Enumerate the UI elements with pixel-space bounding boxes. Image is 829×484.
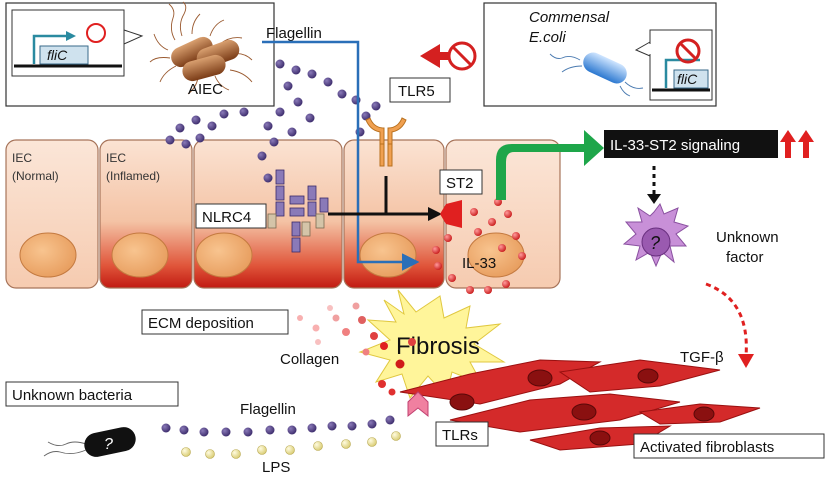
aiec-bacteria-icon	[149, 1, 253, 95]
unknown-factor-label-1: Unknown	[716, 229, 779, 246]
commensal-ecoli-icon	[549, 52, 644, 97]
tlrs-receptor-icon	[407, 391, 429, 418]
aiec-panel: fliC AIEC	[5, 1, 275, 107]
tlr5-label: TLR5	[398, 83, 435, 100]
activated-fibroblasts-label: Activated fibroblasts	[640, 439, 774, 456]
commensal-label-line1: Commensal	[529, 9, 610, 26]
st2-receptor-icon	[440, 200, 462, 228]
iec-inflamed-label-2: (Inflamed)	[106, 169, 160, 183]
il33-dots	[432, 198, 526, 294]
lps-label: LPS	[262, 459, 290, 476]
flagellin-dots-bottom	[161, 415, 395, 437]
unknown-cell-icon: ?	[622, 202, 690, 268]
lps-dots	[181, 431, 401, 459]
iec-normal-label-1: IEC	[12, 151, 32, 165]
unknown-bacterium-icon: ?	[43, 427, 136, 457]
tlrs-label: TLRs	[442, 427, 478, 444]
tlr5-receptor-icon	[365, 117, 407, 167]
iec-normal-label-2: (Normal)	[12, 169, 59, 183]
collagen-dots	[297, 302, 416, 396]
flagellin-dots-top	[165, 59, 381, 183]
question-mark-icon: ?	[650, 233, 660, 253]
ecm-label: ECM deposition	[148, 315, 254, 332]
flagellin-bottom-label: Flagellin	[240, 401, 296, 418]
st2-label-box: ST2	[439, 169, 483, 195]
aiec-label: AIEC	[188, 81, 223, 98]
tlr5-label-box: TLR5	[389, 77, 451, 103]
expressed-circle-icon	[86, 23, 106, 43]
unknown-bacteria-label: Unknown bacteria	[12, 387, 133, 404]
activated-fibroblasts-box: Activated fibroblasts	[633, 433, 825, 459]
tgf-beta-label: TGF-β	[680, 349, 724, 366]
black-signal-arrows	[328, 176, 442, 221]
fibroblast-nuclei	[449, 368, 715, 446]
commensal-label-line2: E.coli	[529, 29, 566, 46]
signaling-box: IL-33-ST2 signaling	[604, 130, 778, 158]
blocked-arrow	[420, 41, 477, 71]
st2-label: ST2	[446, 175, 474, 192]
tlrs-label-box: TLRs	[435, 421, 489, 447]
collagen-label: Collagen	[280, 351, 339, 368]
tgf-dashed-arrow	[705, 282, 754, 368]
cell-nucleus-icon	[19, 232, 525, 278]
il33-label: IL-33	[462, 255, 496, 272]
fliC-gene-left: fliC	[47, 47, 68, 63]
unknown-factor-label-2: factor	[726, 249, 764, 266]
question-mark-bacteria: ?	[104, 436, 113, 453]
nlrc4-complex-icon	[267, 169, 329, 253]
nlrc4-label: NLRC4	[202, 209, 251, 226]
signaling-label: IL-33-ST2 signaling	[610, 137, 740, 154]
up-arrow-icon	[780, 130, 814, 158]
iec-inflamed-label-1: IEC	[106, 151, 126, 165]
blue-flagellin-pathway	[262, 40, 420, 271]
dashed-down-arrow	[647, 166, 661, 204]
no-sign-icon-right	[675, 38, 701, 64]
green-signal-arrow	[496, 130, 604, 200]
fliC-gene-right: fliC	[677, 71, 698, 87]
nlrc4-label-box: NLRC4	[195, 203, 267, 229]
ecm-label-box: ECM deposition	[141, 309, 289, 335]
unknown-bacteria-box: Unknown bacteria	[5, 381, 179, 407]
flagellin-top-label: Flagellin	[266, 25, 322, 42]
fibrosis-label: Fibrosis	[396, 333, 480, 360]
commensal-panel: Commensal E.coli fliC	[483, 2, 717, 107]
